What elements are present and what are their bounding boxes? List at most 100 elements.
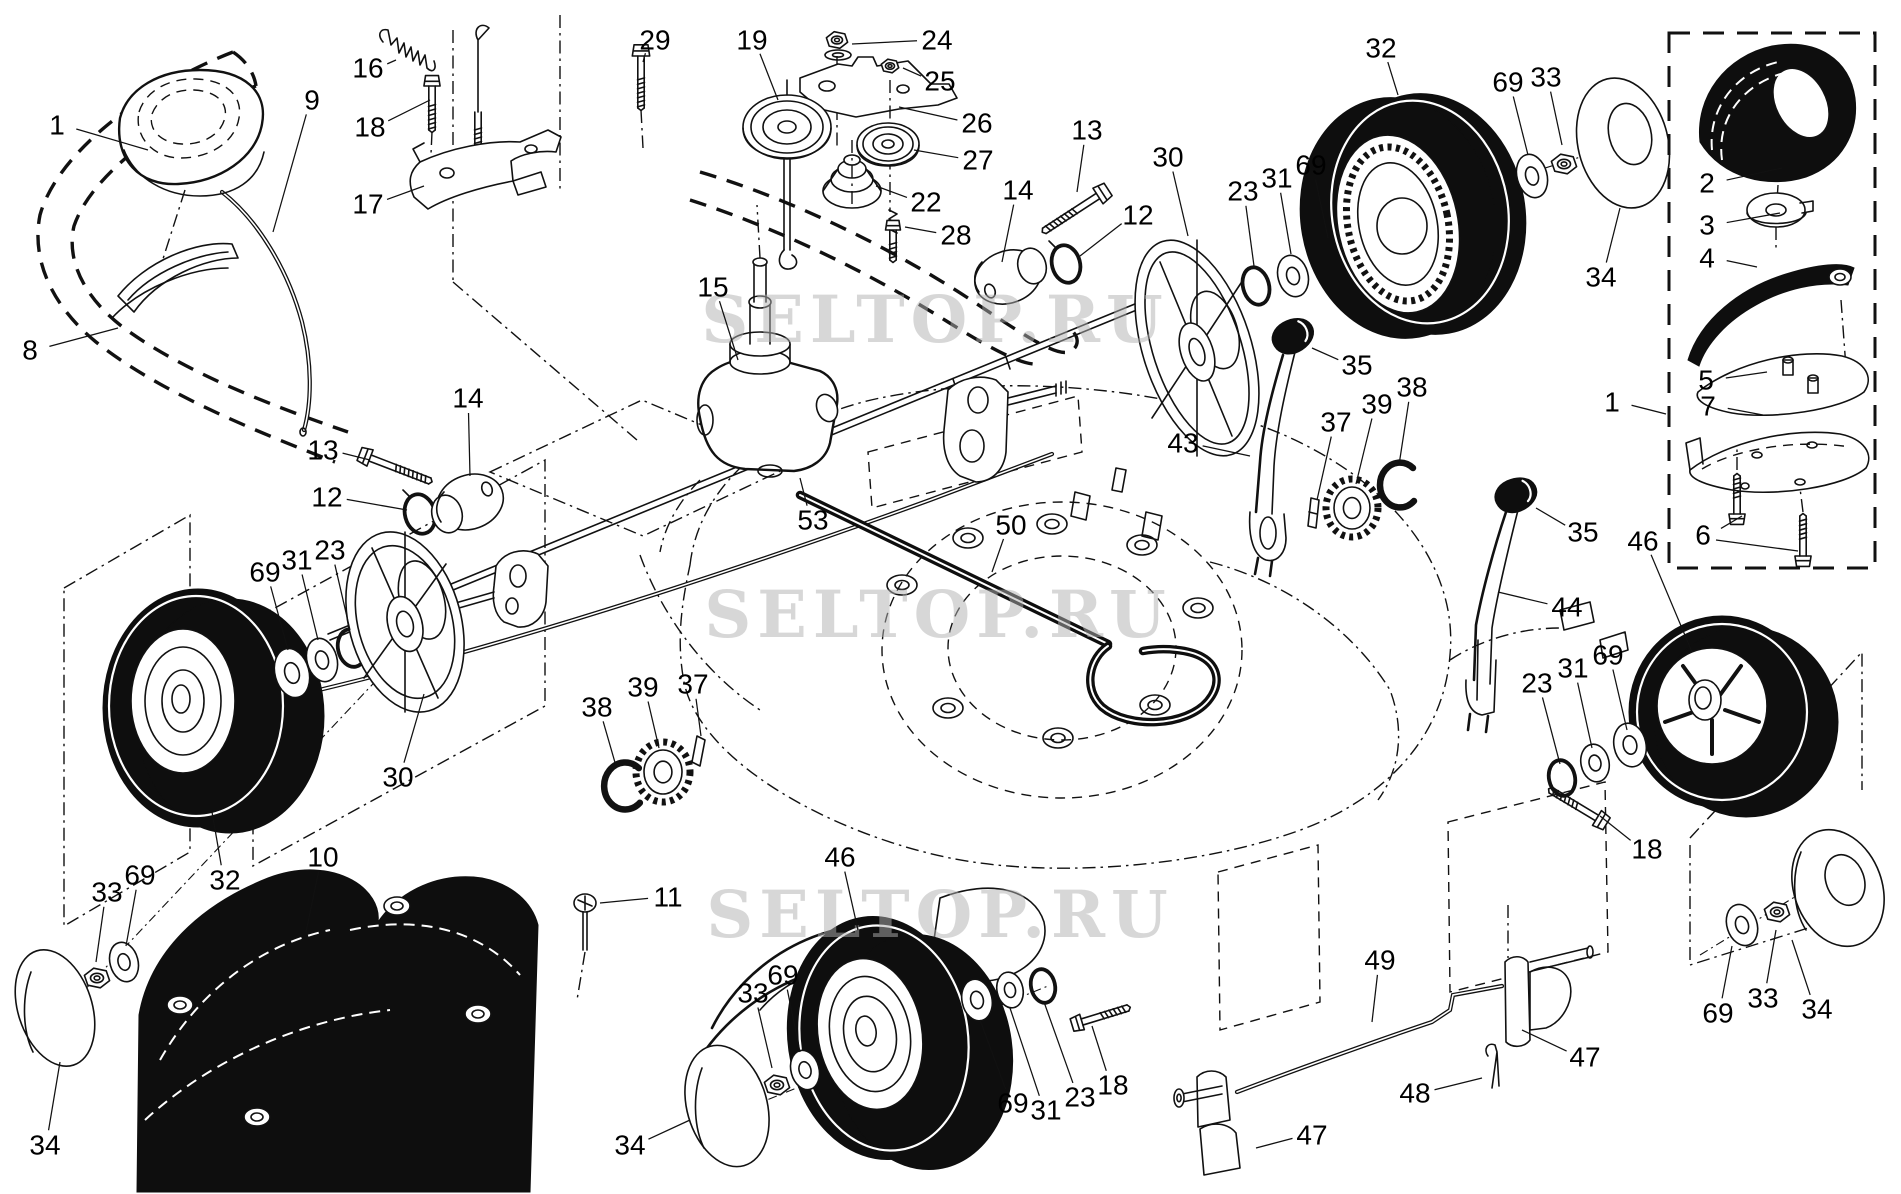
part-art: [1449, 627, 1561, 661]
part-art: [1196, 1070, 1231, 1128]
part-art: [983, 283, 997, 299]
leader-line: [757, 1007, 773, 1069]
part-callout-32: 32: [209, 865, 240, 896]
part-art: [161, 669, 205, 733]
part-art: [1550, 153, 1578, 175]
leader-line: [844, 871, 859, 931]
part-art: [880, 58, 900, 74]
part-art: [464, 1004, 492, 1024]
leader-line: [1549, 91, 1563, 146]
part-art: [473, 136, 483, 140]
part-art: [1793, 851, 1807, 931]
part-callout-69: 69: [997, 1088, 1028, 1119]
leader-line: [1535, 507, 1566, 526]
part-art: [1042, 727, 1074, 749]
part-art: [1529, 966, 1572, 1031]
part-art: [896, 84, 910, 94]
part-art: [136, 869, 539, 1193]
part-art: [1599, 631, 1629, 659]
leader-line: [1314, 179, 1329, 239]
part-art: [1773, 909, 1781, 915]
leader-line: [403, 693, 425, 763]
part-art: [390, 901, 404, 911]
part-callout-43: 43: [1167, 428, 1198, 459]
part-art: [636, 99, 646, 104]
part-art: [1074, 1016, 1081, 1031]
part-art: [412, 142, 425, 163]
part-art: [1307, 497, 1320, 529]
part-art: [427, 117, 437, 121]
part-art: [691, 735, 706, 767]
part-art: [93, 975, 101, 981]
part-art: [63, 513, 191, 928]
part-callout-32: 32: [1365, 33, 1396, 64]
part-art: [1732, 486, 1742, 490]
part-art: [799, 494, 1109, 645]
part-art: [1494, 477, 1538, 514]
part-art: [653, 760, 673, 784]
part-art: [855, 1015, 877, 1047]
part-art: [1567, 796, 1571, 806]
part-art: [1236, 985, 1503, 1093]
leader-line: [647, 701, 660, 749]
part-art: [1199, 1123, 1241, 1176]
part-art: [1041, 182, 1113, 235]
part-art: [1476, 639, 1479, 701]
part-art: [799, 56, 958, 118]
leader-line: [1541, 697, 1561, 765]
part-art: [475, 24, 490, 113]
watermark-text: SELTOP.RU: [701, 282, 1168, 358]
part-art: [1044, 225, 1052, 232]
part-callout-33: 33: [737, 978, 768, 1009]
part-art: [379, 28, 436, 72]
part-art: [1178, 322, 1216, 382]
leader-line: [387, 99, 431, 122]
part-art: [894, 579, 910, 591]
part-art: [1607, 102, 1653, 166]
part-art: [1559, 792, 1564, 801]
part-art: [427, 108, 437, 112]
part-callout-34: 34: [614, 1130, 645, 1161]
part-art: [1732, 495, 1742, 499]
part-art: [1059, 215, 1067, 222]
part-art: [886, 574, 918, 596]
leader-line: [904, 226, 937, 234]
part-art: [283, 661, 301, 685]
part-callout-26: 26: [961, 108, 992, 139]
part-art: [427, 126, 437, 130]
part-art: [473, 131, 483, 136]
leader-line: [95, 906, 105, 963]
part-art: [1297, 320, 1309, 343]
part-art: [778, 249, 798, 270]
part-art: [1794, 478, 1806, 486]
part-art: [1055, 217, 1064, 225]
part-art: [1063, 212, 1071, 220]
leader-line: [346, 498, 408, 511]
part-art: [884, 219, 902, 264]
leader-line: [642, 53, 647, 63]
part-art: [1176, 1093, 1182, 1103]
part-art: [762, 109, 812, 145]
part-art: [967, 386, 989, 414]
leader-line: [1091, 1025, 1107, 1072]
part-art: [1588, 754, 1602, 772]
part-art: [362, 448, 369, 464]
part-art: [1769, 906, 1785, 918]
part-callout-1: 1: [1604, 387, 1620, 418]
part-art: [1376, 459, 1418, 511]
leader-line: [1001, 204, 1015, 263]
part-callout-39: 39: [1361, 389, 1392, 420]
part-art: [427, 112, 437, 117]
leader-line: [602, 721, 617, 767]
part-art: [1622, 735, 1638, 755]
part-callout-18: 18: [1631, 834, 1662, 865]
part-callout-31: 31: [281, 545, 312, 576]
leader-line: [875, 185, 908, 199]
part-art: [243, 1107, 271, 1127]
leader-line: [211, 811, 222, 866]
leader-line: [1355, 418, 1373, 485]
leader-line: [1726, 212, 1781, 224]
leader-line: [1605, 207, 1621, 263]
